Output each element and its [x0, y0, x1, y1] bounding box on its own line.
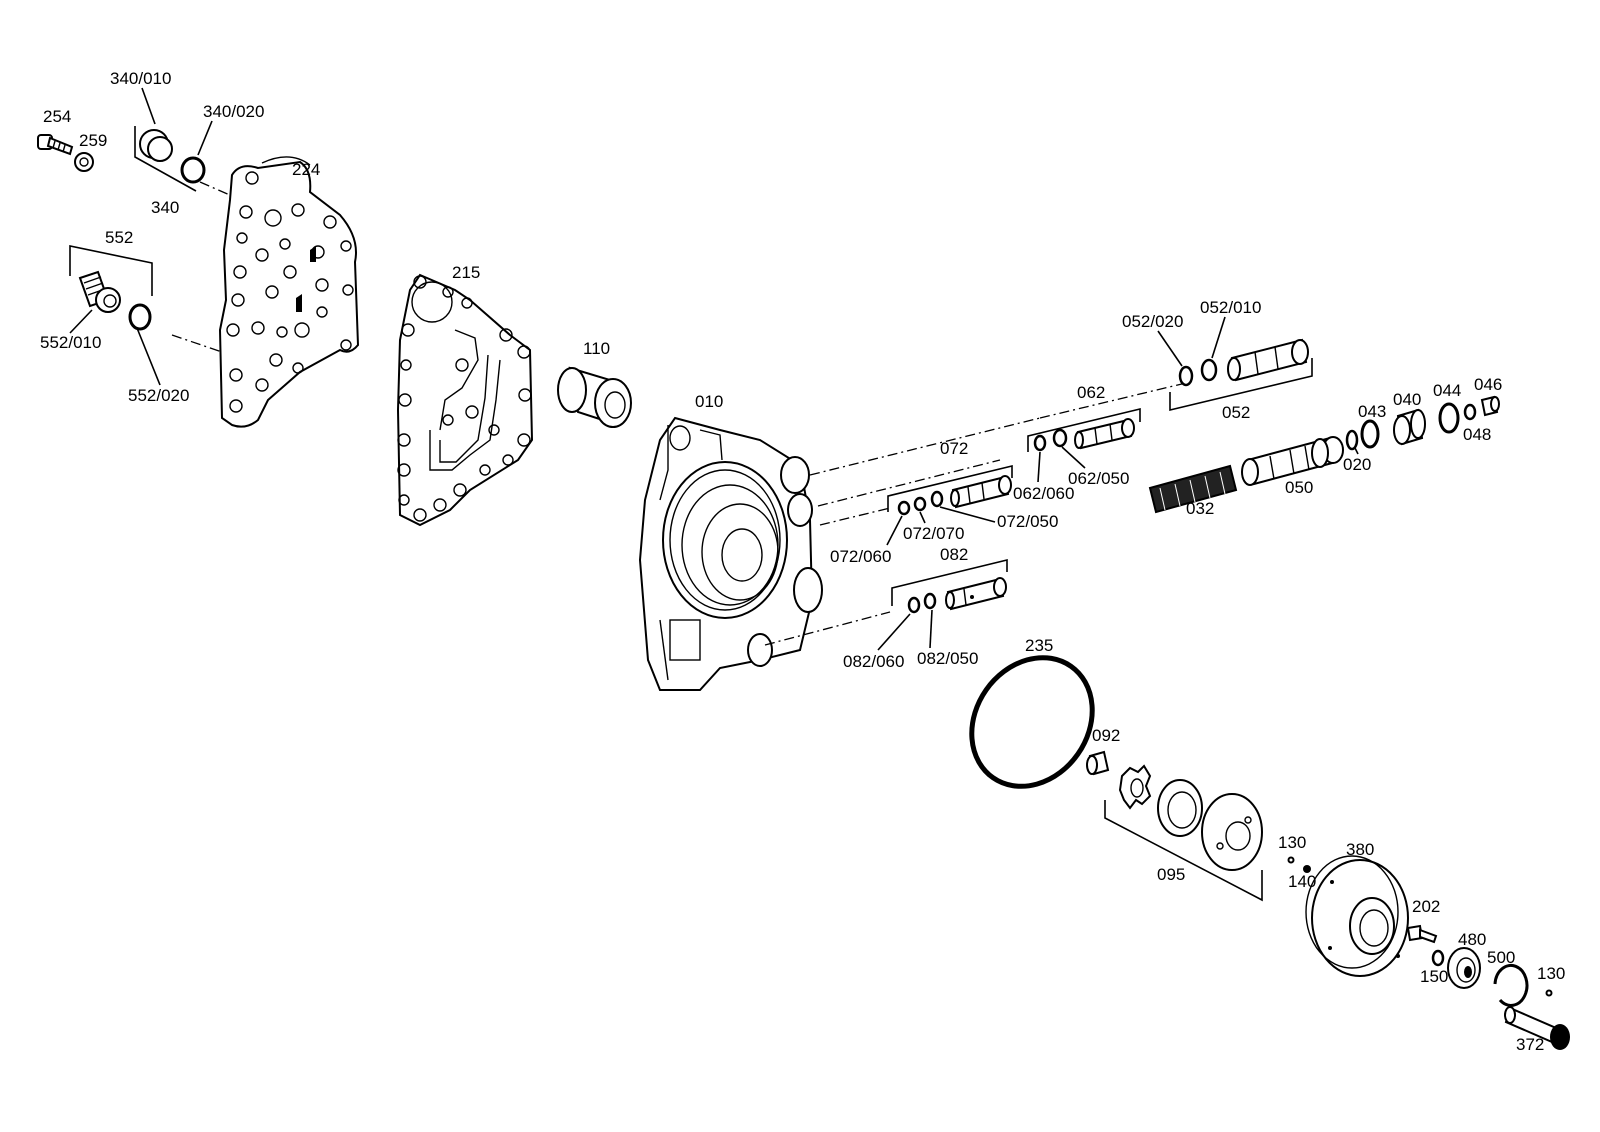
- label-140: 140: [1288, 872, 1316, 891]
- label-050: 050: [1285, 478, 1313, 497]
- label-032: 032: [1186, 499, 1214, 518]
- part-340-010-plug[interactable]: [139, 129, 173, 162]
- part-082-060-ring[interactable]: [907, 596, 921, 614]
- bracket-052: [1169, 358, 1313, 412]
- label-500: 500: [1487, 948, 1515, 967]
- bracket-340: [134, 126, 197, 192]
- part-235-o-ring[interactable]: [947, 634, 1117, 810]
- part-552-020-ring[interactable]: [128, 303, 152, 331]
- part-480-bearing[interactable]: [1447, 947, 1481, 989]
- part-040-piston[interactable]: [1393, 408, 1426, 446]
- part-110-filter[interactable]: [557, 366, 632, 428]
- label-552-010: 552/010: [40, 333, 101, 352]
- label-040: 040: [1393, 390, 1421, 409]
- label-380: 380: [1346, 840, 1374, 859]
- label-340-020: 340/020: [203, 102, 264, 121]
- label-046: 046: [1474, 375, 1502, 394]
- label-072-050: 072/050: [997, 512, 1058, 531]
- label-072-070: 072/070: [903, 524, 964, 543]
- label-072-060: 072/060: [830, 547, 891, 566]
- part-552-010-plug[interactable]: [78, 270, 121, 313]
- part-044-ring[interactable]: [1438, 402, 1460, 434]
- part-032-spring[interactable]: [1148, 464, 1238, 514]
- label-010: 010: [695, 392, 723, 411]
- part-095-pump-gears[interactable]: [1118, 764, 1263, 871]
- label-020: 020: [1343, 455, 1371, 474]
- label-062-060: 062/060: [1013, 484, 1074, 503]
- label-480: 480: [1458, 930, 1486, 949]
- part-072-050-ring[interactable]: [930, 490, 944, 508]
- bracket-082: [891, 558, 1008, 606]
- label-092: 092: [1092, 726, 1120, 745]
- part-082-valve[interactable]: [945, 577, 1007, 611]
- part-372-shaft[interactable]: [1504, 1006, 1570, 1050]
- label-235: 235: [1025, 636, 1053, 655]
- label-043: 043: [1358, 402, 1386, 421]
- label-095: 095: [1157, 865, 1185, 884]
- part-254-bolt[interactable]: [37, 134, 74, 156]
- part-072-valve[interactable]: [950, 475, 1012, 509]
- part-130-pin-b[interactable]: [1545, 989, 1553, 997]
- part-340-020-ring[interactable]: [180, 156, 206, 184]
- label-259: 259: [79, 131, 107, 150]
- part-082-050-ring[interactable]: [923, 592, 937, 610]
- label-215: 215: [452, 263, 480, 282]
- label-202: 202: [1412, 897, 1440, 916]
- part-072-070-ring[interactable]: [913, 496, 927, 512]
- label-072: 072: [940, 439, 968, 458]
- part-062-valve[interactable]: [1074, 418, 1135, 450]
- label-044: 044: [1433, 381, 1461, 400]
- label-082-060: 082/060: [843, 652, 904, 671]
- part-043-ring[interactable]: [1360, 419, 1380, 449]
- part-062-060-ring[interactable]: [1033, 434, 1047, 452]
- label-052-020: 052/020: [1122, 312, 1183, 331]
- part-052-020-ring[interactable]: [1178, 365, 1194, 387]
- part-020-ring[interactable]: [1345, 429, 1359, 451]
- part-052-valve[interactable]: [1227, 338, 1309, 382]
- part-010-housing[interactable]: [638, 416, 823, 691]
- bracket-062: [1027, 407, 1141, 452]
- bracket-552: [69, 245, 153, 296]
- label-340-010: 340/010: [110, 69, 171, 88]
- part-224-valve-plate[interactable]: [218, 156, 360, 428]
- label-082-050: 082/050: [917, 649, 978, 668]
- part-048-ring[interactable]: [1463, 403, 1477, 421]
- part-046-plug[interactable]: [1480, 395, 1500, 417]
- part-202-bolt[interactable]: [1406, 924, 1438, 944]
- label-340: 340: [151, 198, 179, 217]
- bracket-095: [1104, 800, 1263, 902]
- part-052-010-ring[interactable]: [1200, 358, 1218, 382]
- part-062-050-ring[interactable]: [1052, 428, 1068, 448]
- label-062: 062: [1077, 383, 1105, 402]
- label-130-b: 130: [1537, 964, 1565, 983]
- part-215-gasket[interactable]: [396, 273, 534, 527]
- bracket-072: [887, 464, 1013, 512]
- part-500-snap-ring[interactable]: [1493, 963, 1529, 1007]
- label-372: 372: [1516, 1035, 1544, 1054]
- label-082: 082: [940, 545, 968, 564]
- label-552-020: 552/020: [128, 386, 189, 405]
- label-150: 150: [1420, 967, 1448, 986]
- label-048: 048: [1463, 425, 1491, 444]
- label-224: 224: [292, 160, 320, 179]
- part-259-washer[interactable]: [74, 152, 94, 172]
- label-130-a: 130: [1278, 833, 1306, 852]
- part-050-spool[interactable]: [1241, 436, 1344, 486]
- part-130-pin[interactable]: [1287, 856, 1295, 864]
- label-254: 254: [43, 107, 71, 126]
- label-052: 052: [1222, 403, 1250, 422]
- part-380-pump-cover[interactable]: [1305, 855, 1409, 977]
- part-150-ring[interactable]: [1431, 949, 1445, 967]
- part-072-060-ring[interactable]: [897, 500, 911, 516]
- part-092-bushing[interactable]: [1086, 750, 1110, 776]
- label-552: 552: [105, 228, 133, 247]
- label-062-050: 062/050: [1068, 469, 1129, 488]
- label-052-010: 052/010: [1200, 298, 1261, 317]
- part-140-ball[interactable]: [1303, 865, 1311, 873]
- label-110: 110: [583, 339, 610, 358]
